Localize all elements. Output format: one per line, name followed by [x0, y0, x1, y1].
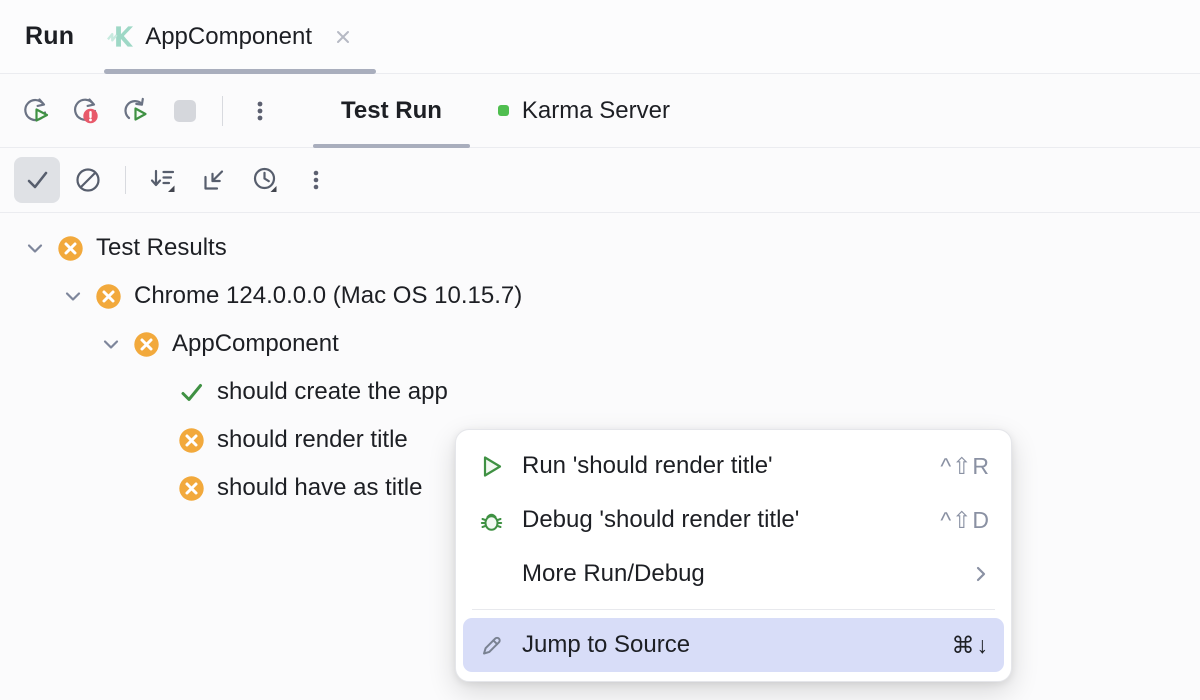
tree-row-label: should render title	[217, 426, 408, 453]
rerun-tests-button[interactable]	[14, 90, 56, 132]
tree-row-should-have-as-title[interactable]: should have as title	[0, 464, 1200, 512]
stop-button[interactable]	[164, 90, 206, 132]
menu-item-shortcut: ^⇧D	[940, 506, 990, 533]
selected-tab-indicator	[104, 69, 376, 74]
menu-item-label: Debug 'should render title'	[522, 506, 800, 533]
menu-item-jump-to-source[interactable]: Jump to Source ⌘↓	[463, 618, 1004, 672]
test-passed-icon	[178, 379, 205, 406]
test-error-icon	[95, 283, 122, 310]
run-icon	[478, 453, 505, 480]
toolbar-separator	[222, 95, 223, 126]
tree-row-label: AppComponent	[172, 330, 339, 357]
edit-pencil-icon	[478, 632, 505, 659]
show-passed-button[interactable]	[14, 157, 60, 203]
menu-item-shortcut: ⌘↓	[951, 631, 990, 658]
tree-row-label: Test Results	[96, 234, 227, 261]
toolbar-separator	[125, 166, 126, 194]
menu-item-debug-test[interactable]: Debug 'should render title' ^⇧D	[463, 493, 1004, 547]
selected-view-tab-indicator	[313, 144, 470, 148]
tree-row-chrome[interactable]: Chrome 124.0.0.0 (Mac OS 10.15.7)	[0, 272, 1200, 320]
context-menu: Run 'should render title' ^⇧R Debug 'sho…	[455, 429, 1012, 682]
tab-test-run-label: Test Run	[341, 96, 442, 124]
more-options-button[interactable]	[239, 90, 281, 132]
server-running-dot	[497, 105, 509, 116]
menu-item-label: More Run/Debug	[522, 560, 705, 587]
empty-icon-spacer	[478, 561, 505, 588]
menu-separator	[472, 609, 995, 610]
toggle-auto-test-button[interactable]	[114, 90, 156, 132]
tab-karma-server-label: Karma Server	[521, 96, 670, 124]
close-icon[interactable]	[332, 26, 354, 48]
test-history-button[interactable]	[242, 157, 288, 203]
tab-appcomponent[interactable]: AppComponent	[104, 0, 376, 74]
test-error-icon	[57, 235, 84, 262]
tree-row-should-create[interactable]: should create the app	[0, 368, 1200, 416]
test-error-icon	[178, 475, 205, 502]
run-toolbar: Test Run Karma Server	[0, 74, 1200, 148]
chevron-down-icon[interactable]	[22, 237, 48, 259]
menu-item-run-test[interactable]: Run 'should render title' ^⇧R	[463, 439, 1004, 493]
tree-row-label: should create the app	[217, 378, 448, 405]
test-tree-toolbar	[0, 148, 1200, 213]
tree-row-label: should have as title	[217, 474, 423, 501]
test-error-icon	[133, 331, 160, 358]
chevron-down-icon[interactable]	[60, 285, 86, 307]
tree-row-appcomponent[interactable]: AppComponent	[0, 320, 1200, 368]
tab-test-run[interactable]: Test Run	[313, 74, 470, 148]
more-options-button[interactable]	[293, 157, 339, 203]
navigate-to-test-button[interactable]	[191, 157, 237, 203]
show-ignored-button[interactable]	[65, 157, 111, 203]
tab-label: AppComponent	[145, 22, 312, 50]
karma-logo-icon	[106, 23, 134, 50]
rerun-failed-tests-button[interactable]	[64, 90, 106, 132]
menu-item-shortcut: ^⇧R	[940, 452, 990, 479]
sort-by-duration-button[interactable]	[140, 157, 186, 203]
tree-row-test-results[interactable]: Test Results	[0, 224, 1200, 272]
tree-row-label: Chrome 124.0.0.0 (Mac OS 10.15.7)	[134, 282, 523, 309]
debug-icon	[478, 507, 505, 534]
chevron-down-icon[interactable]	[98, 333, 124, 355]
menu-item-label: Run 'should render title'	[522, 452, 773, 479]
tool-window-title: Run	[25, 22, 75, 50]
submenu-chevron-icon	[972, 561, 990, 587]
tab-karma-server[interactable]: Karma Server	[470, 74, 698, 147]
menu-item-label: Jump to Source	[522, 631, 691, 658]
header: Run AppComponent	[0, 0, 1200, 74]
console-view-tabs: Test Run Karma Server	[313, 74, 698, 148]
menu-item-more-run-debug[interactable]: More Run/Debug	[463, 547, 1004, 601]
test-error-icon	[178, 427, 205, 454]
